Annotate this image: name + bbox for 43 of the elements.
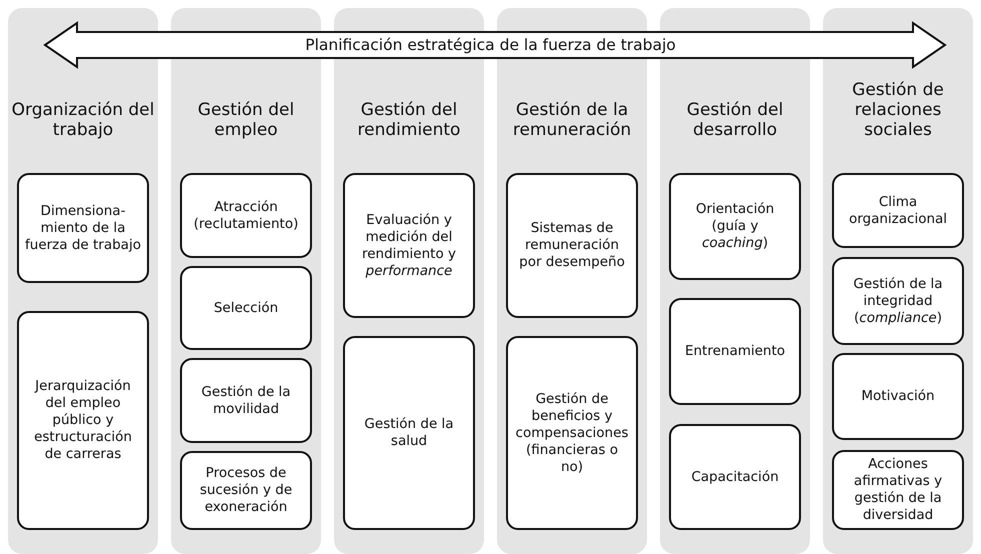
process-box	[180, 451, 312, 530]
box-text: Capacitación	[690, 468, 780, 486]
box-text: Gestión de la integridad (compliance)	[852, 276, 944, 326]
process-box	[832, 450, 964, 530]
process-box	[180, 173, 312, 258]
column-heading: Organización del trabajo	[10, 100, 156, 140]
process-box	[669, 424, 801, 530]
box-text: Motivación	[860, 388, 936, 405]
process-box	[343, 336, 475, 530]
column-heading: Gestión del desarrollo	[686, 100, 784, 140]
process-box	[17, 311, 149, 530]
box-text: Clima organizacional	[848, 194, 948, 228]
box-text: Gestión de beneficios y compensaciones (financieras o no)	[514, 390, 630, 476]
column-heading: Gestión del empleo	[196, 100, 296, 140]
box-text: Acciones afirmativas y gestión de la diversidad	[852, 456, 944, 524]
process-box	[669, 298, 801, 405]
column-heading: Gestión de la remuneración	[512, 100, 632, 140]
box-text: Dimensiona-miento de la fuerza de trabajo	[24, 202, 142, 254]
process-box	[180, 266, 312, 350]
column-heading: Gestión del rendimiento	[356, 100, 462, 140]
box-text: Gestión de la movilidad	[200, 384, 292, 418]
process-box	[832, 257, 964, 345]
box-text: Procesos de sucesión y de exoneración	[198, 465, 294, 516]
box-text: Jerarquización del empleo público y estructuración de carreras	[33, 378, 133, 463]
process-box	[343, 173, 475, 318]
process-box	[669, 173, 801, 280]
column-panel	[8, 8, 158, 554]
box-text: Sistemas de remuneración por desempeño	[518, 220, 626, 271]
process-box	[506, 336, 638, 530]
column-panel	[823, 8, 973, 554]
process-box	[180, 358, 312, 443]
process-box	[17, 173, 149, 283]
box-text: Gestión de la salud	[363, 416, 455, 450]
box-text: Orientación (guía y coaching)	[694, 201, 776, 252]
box-text: Entrenamiento	[684, 343, 786, 360]
column-heading: Gestión de relaciones sociales	[851, 80, 945, 140]
process-box	[832, 173, 964, 248]
process-box	[506, 173, 638, 318]
process-box	[832, 353, 964, 440]
box-text: Selección	[212, 300, 280, 316]
box-text: Evaluación y medición del rendimiento y performance	[360, 212, 458, 280]
box-text: Atracción (reclutamiento)	[192, 198, 300, 232]
arrow-caption: Planificación estratégica de la fuerza de trabajo	[305, 36, 676, 54]
